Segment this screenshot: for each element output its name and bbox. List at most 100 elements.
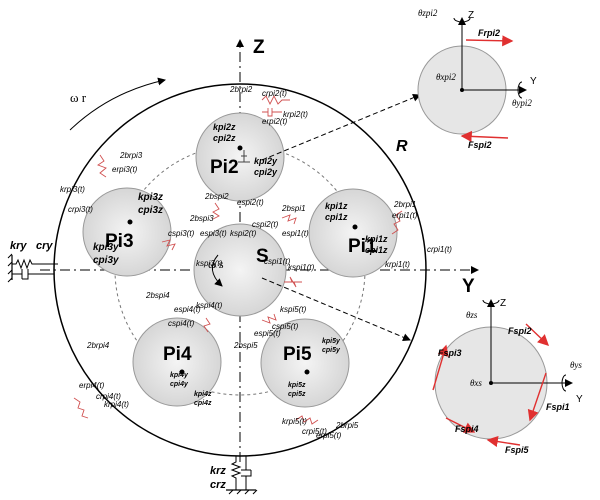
inset-planet-theta-z: θzpi2 bbox=[418, 8, 438, 18]
planet-pi4: Pi4 kpi4y cpi4y kpi4z cpi4z bbox=[132, 317, 222, 407]
pi3-ky: kpi3y bbox=[93, 242, 119, 253]
ring-bottom-support: krz crz bbox=[210, 456, 258, 495]
pi1-ky: kpi1z bbox=[365, 234, 388, 244]
rp1-backlash: 2brpi1 bbox=[393, 200, 416, 209]
inset-planet-theta-x: θxpi2 bbox=[436, 72, 456, 82]
rp4-damping: crpi4(t) bbox=[96, 392, 121, 401]
pi1-cy: cpi1z bbox=[365, 245, 388, 255]
y-axis-label: Y bbox=[462, 276, 475, 297]
planet-pi1: Pi1 kpi1z cpi1z kpi1z cpi1z bbox=[308, 188, 398, 278]
planet-pi3-label: Pi3 bbox=[105, 231, 134, 252]
sp3-error: espi3(t) bbox=[200, 229, 227, 238]
sp2-error: espi2(t) bbox=[237, 198, 264, 207]
rp3-error: erpi3(t) bbox=[112, 165, 138, 174]
sun-gear bbox=[193, 223, 287, 317]
inset-planet-free-body: Z Y θzpi2 θxpi2 θypi2 Frpi2 Fspi2 bbox=[417, 8, 537, 150]
pi5-kz: kpi5z bbox=[288, 382, 306, 389]
pi1-kz: kpi1z bbox=[325, 201, 348, 211]
sun-label: S bbox=[256, 246, 269, 267]
rp1-damping: crpi1(t) bbox=[427, 245, 452, 254]
sp5-stiffness: kspi5(t) bbox=[280, 305, 307, 314]
inset-sun-y: Y bbox=[576, 394, 583, 405]
planet-pi4-label: Pi4 bbox=[163, 344, 192, 365]
pi3-cz: cpi3z bbox=[138, 205, 163, 216]
planet-pi2-label: Pi2 bbox=[210, 157, 239, 178]
sp4-damping: cspi4(t) bbox=[168, 319, 195, 328]
inset-planet-force-s: Fspi2 bbox=[468, 140, 492, 150]
ring-rotation-arrow bbox=[69, 77, 166, 131]
rp2-damping: crpi2(t) bbox=[262, 89, 287, 98]
planet-pi5: Pi5 kpi5y cpi5y kpi5z cpi5z bbox=[260, 318, 350, 408]
rp4-stiffness: krpi4(t) bbox=[104, 400, 129, 409]
ring-bottom-stiffness: krz bbox=[210, 465, 226, 477]
inset-planet-z: Z bbox=[468, 10, 474, 21]
pointer-to-sun-inset bbox=[261, 277, 411, 341]
pi2-cy: cpi2y bbox=[254, 167, 278, 177]
ring-left-support: kry cry bbox=[7, 240, 58, 283]
planet-pi1-label: Pi1 bbox=[348, 236, 377, 257]
rp3-stiffness: krpi3(t) bbox=[60, 185, 85, 194]
ring-bottom-damping: crz bbox=[210, 479, 226, 491]
pi4-ky: kpi4y bbox=[170, 372, 189, 379]
pi4-cz: cpi4z bbox=[194, 400, 212, 407]
planet-pi3: Pi3 kpi3z cpi3z kpi3y cpi3y bbox=[82, 187, 172, 277]
inset-sun-z: Z bbox=[500, 298, 506, 309]
pi4-kz: kpi4z bbox=[194, 391, 212, 398]
rp4-backlash: 2brpi4 bbox=[86, 341, 110, 350]
inset-sun-force-spi3: Fspi3 bbox=[438, 348, 462, 358]
inset-planet-force-r: Frpi2 bbox=[478, 28, 500, 38]
inset-planet-theta-y: θypi2 bbox=[512, 98, 532, 108]
ring-left-damping: cry bbox=[36, 240, 53, 252]
rp5-damping: crpi5(t) bbox=[302, 427, 327, 436]
sp1-damping: cspi1(t) bbox=[264, 257, 291, 266]
inset-planet-y: Y bbox=[530, 76, 537, 87]
rp5-stiffness: krpi5(t) bbox=[282, 417, 307, 426]
inset-sun-free-body: Z Y θzs θxs θys Fspi2 Fspi3 Fspi1 Fspi4 … bbox=[432, 298, 583, 455]
rp5-error: erpi5(t) bbox=[316, 431, 342, 440]
sp1-stiffness: kspi1(t) bbox=[288, 263, 315, 272]
rp1-stiffness: krpi1(t) bbox=[385, 260, 410, 269]
inset-sun-force-spi4: Fspi4 bbox=[455, 424, 479, 434]
inset-sun-theta-x: θxs bbox=[470, 378, 482, 388]
inset-sun-theta-z: θzs bbox=[466, 310, 478, 320]
sp3-damping: cspi3(t) bbox=[168, 229, 195, 238]
pi5-cy: cpi5y bbox=[322, 347, 341, 354]
pi1-cz: cpi1z bbox=[325, 212, 348, 222]
pi3-cy: cpi3y bbox=[93, 255, 119, 266]
pointer-to-planet-inset bbox=[261, 93, 421, 161]
planet-pi2: Pi2 kpi2z cpi2z kpi2y cpi2y bbox=[195, 112, 285, 202]
sun-rotation-arrow bbox=[211, 254, 223, 287]
planet-pi5-label: Pi5 bbox=[283, 344, 312, 365]
sp4-error: espi4(t) bbox=[174, 305, 201, 314]
sp2-damping: cspi2(t) bbox=[252, 220, 279, 229]
pi2-kz: kpi2z bbox=[213, 122, 236, 132]
pi2-ky: kpi2y bbox=[254, 156, 278, 166]
rp2-stiffness: krpi2(t) bbox=[283, 110, 308, 119]
rp2-backlash: 2brpi2 bbox=[229, 85, 253, 94]
sp3-backlash: 2bspi3 bbox=[189, 214, 214, 223]
sp4-backlash: 2bspi4 bbox=[145, 291, 170, 300]
rp3-backlash: 2brpi3 bbox=[119, 151, 143, 160]
sp5-damping: cspi5(t) bbox=[272, 322, 299, 331]
ring-label: R bbox=[396, 138, 408, 155]
sp5-backlash: 2bspi5 bbox=[233, 341, 258, 350]
inset-sun-force-spi2: Fspi2 bbox=[508, 326, 532, 336]
sun-rotation-label: ω s bbox=[208, 257, 224, 271]
sp1-error: espi1(t) bbox=[282, 229, 309, 238]
pi2-cz: cpi2z bbox=[213, 133, 236, 143]
rp1-error: erpi1(t) bbox=[392, 211, 418, 220]
inset-sun-theta-y: θys bbox=[570, 360, 582, 370]
sp1-backlash: 2bspi1 bbox=[281, 204, 306, 213]
mesh-springs bbox=[73, 94, 403, 425]
rp2-error: erpi2(t) bbox=[262, 117, 288, 126]
pi5-cz: cpi5z bbox=[288, 391, 306, 398]
sp2-backlash: 2bspi2 bbox=[204, 192, 229, 201]
sp5-error: espi5(t) bbox=[254, 329, 281, 338]
z-axis-label: Z bbox=[253, 37, 265, 58]
ring-rotation-label: ω r bbox=[70, 90, 87, 105]
rp3-damping: crpi3(t) bbox=[68, 205, 93, 214]
inset-sun-force-spi1: Fspi1 bbox=[546, 402, 570, 412]
rp5-backlash: 2brpi5 bbox=[335, 421, 359, 430]
inset-sun-force-spi5: Fspi5 bbox=[505, 445, 530, 455]
